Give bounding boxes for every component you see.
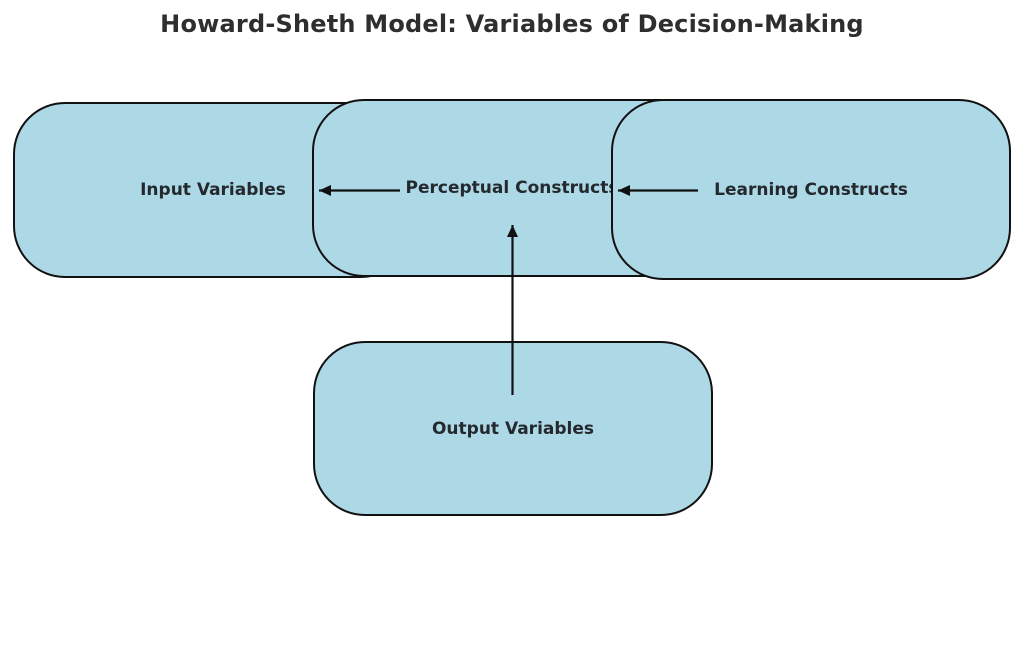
node-perceptual-constructs-label: Perceptual Constructs — [405, 178, 619, 198]
node-output-variables-label: Output Variables — [431, 418, 595, 439]
node-learning-constructs: Learning Constructs — [611, 99, 1011, 280]
diagram-title: Howard-Sheth Model: Variables of Decisio… — [160, 10, 864, 38]
node-output-variables: Output Variables — [313, 341, 713, 516]
node-learning-constructs-label: Learning Constructs — [714, 179, 908, 200]
node-input-variables-label: Input Variables — [140, 180, 286, 200]
